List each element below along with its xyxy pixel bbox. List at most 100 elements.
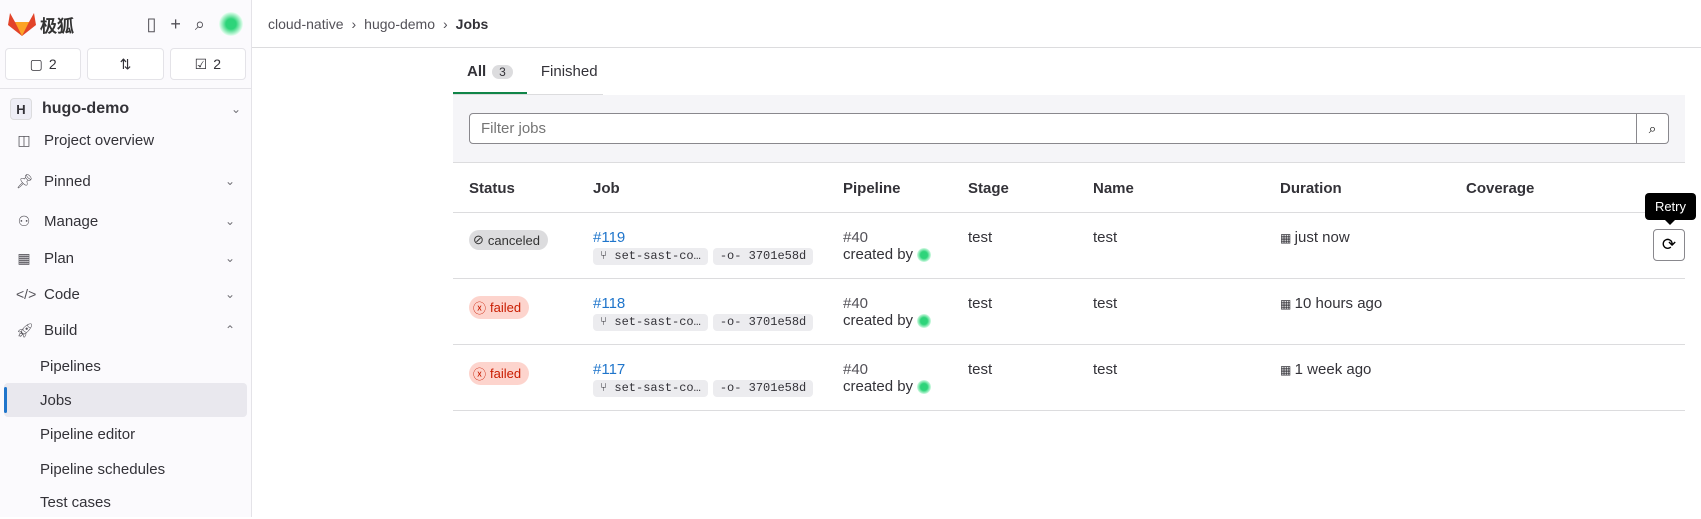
label: Pipelines: [40, 357, 101, 375]
breadcrumb-project[interactable]: hugo-demo: [364, 15, 435, 32]
commit-sha: 3701e58d: [748, 315, 807, 329]
commit-sha: 3701e58d: [748, 249, 807, 263]
rocket-icon: 🚀︎: [16, 321, 34, 338]
commit-sha: 3701e58d: [748, 381, 807, 395]
sidebar-item-manage[interactable]: ⚇Manage⌄: [4, 204, 247, 238]
pipeline-id[interactable]: #40: [843, 295, 869, 312]
branch-chip[interactable]: ⑂ set-sast-co…: [593, 314, 708, 331]
label: Test cases: [40, 493, 111, 511]
search-button[interactable]: ⌕: [1637, 113, 1669, 144]
fox-icon: [8, 13, 36, 36]
sidebar-item-pipeline-schedules[interactable]: Pipeline schedules: [4, 452, 247, 486]
retry-tooltip: Retry: [1644, 193, 1696, 225]
retry-icon: ⟳: [1661, 235, 1677, 254]
calendar-icon: ▦: [1280, 231, 1295, 245]
count-badge: 3: [492, 64, 513, 79]
stage-text: test: [968, 295, 993, 312]
header-duration: Duration: [1280, 180, 1342, 197]
issues-count-button[interactable]: ▢2: [5, 48, 82, 80]
sidebar-item-project-overview[interactable]: ◫ Project overview: [4, 123, 247, 157]
sidebar-item-pipeline-editor[interactable]: Pipeline editor: [4, 417, 247, 451]
branch-name: set-sast-co…: [614, 315, 701, 329]
label: All: [467, 63, 487, 80]
filter-jobs-input[interactable]: [469, 113, 1637, 144]
project-name: hugo-demo: [42, 100, 130, 117]
pipeline-id[interactable]: #40: [843, 229, 869, 246]
retry-button[interactable]: ⟳ Retry: [1644, 193, 1696, 261]
label: Project overview: [44, 131, 155, 149]
status-badge[interactable]: ⊘canceled: [469, 230, 548, 250]
breadcrumb: cloud-native› hugo-demo› Jobs: [252, 0, 1701, 48]
chevron-down-icon: ⌄: [224, 174, 235, 188]
user-avatar[interactable]: [917, 248, 932, 263]
user-avatar[interactable]: [219, 12, 243, 36]
label: Code: [44, 285, 80, 303]
duration-text: just now: [1294, 229, 1350, 246]
table-row: ⊘canceled #119 ⑂ set-sast-co…-o- 3701e58…: [453, 193, 1696, 279]
job-link[interactable]: #117: [593, 361, 626, 378]
merge-request-icon: ⇅: [119, 55, 132, 72]
breadcrumb-current: Jobs: [455, 15, 489, 32]
label: Plan: [44, 249, 75, 267]
project-avatar: H: [10, 98, 32, 120]
sidebar-toggle-icon[interactable]: ▯: [146, 13, 157, 34]
todos-count-button[interactable]: ☑2: [169, 48, 246, 80]
sidebar-item-jobs[interactable]: Jobs: [4, 383, 247, 417]
gitlab-logo[interactable]: 极狐: [8, 11, 74, 37]
job-link[interactable]: #118: [593, 295, 626, 312]
users-icon: ⚇: [17, 212, 31, 229]
tab-finished[interactable]: Finished: [527, 63, 612, 94]
header-job: Job: [593, 180, 620, 197]
todos-count: 2: [213, 56, 221, 72]
job-link[interactable]: #119: [593, 229, 626, 246]
pin-icon: 📌︎: [16, 172, 34, 189]
plus-icon[interactable]: +: [170, 13, 181, 34]
todo-icon: ☑: [194, 55, 208, 72]
sidebar-item-code[interactable]: </> Code ⌄: [4, 277, 247, 311]
commit-icon: -o-: [719, 381, 749, 395]
chevron-down-icon: ⌄: [224, 287, 235, 301]
created-by-text: created by: [843, 378, 914, 395]
chevron-down-icon: ⌄: [230, 102, 241, 116]
status-text: failed: [490, 366, 522, 381]
stage-text: test: [968, 361, 993, 378]
code-icon: </>: [16, 286, 37, 302]
calendar-icon: ▦: [1280, 363, 1295, 377]
sidebar-item-pinned[interactable]: 📌︎Pinned⌄: [4, 164, 247, 198]
name-text: test: [1093, 361, 1118, 378]
header-pipeline: Pipeline: [843, 180, 901, 197]
commit-chip[interactable]: -o- 3701e58d: [712, 380, 814, 397]
branch-chip[interactable]: ⑂ set-sast-co…: [593, 380, 708, 397]
tab-all[interactable]: All 3: [453, 63, 527, 94]
branch-icon: ⑂: [600, 249, 615, 263]
branch-chip[interactable]: ⑂ set-sast-co…: [593, 248, 708, 265]
user-avatar[interactable]: [917, 380, 932, 395]
header-name: Name: [1093, 180, 1134, 197]
commit-chip[interactable]: -o- 3701e58d: [712, 248, 814, 265]
chevron-right-icon: ›: [443, 15, 448, 32]
pipeline-id[interactable]: #40: [843, 361, 869, 378]
breadcrumb-group[interactable]: cloud-native: [268, 15, 344, 32]
status-text: canceled: [487, 232, 540, 248]
created-by-text: created by: [843, 246, 914, 263]
chevron-down-icon: ⌄: [224, 214, 235, 228]
name-text: test: [1093, 229, 1118, 246]
sidebar-item-build[interactable]: 🚀︎Build⌃: [4, 313, 247, 347]
sidebar-item-test-cases[interactable]: Test cases: [4, 485, 247, 519]
project-icon: ◫: [17, 131, 31, 148]
merge-requests-button[interactable]: ⇅: [87, 48, 164, 80]
user-avatar[interactable]: [917, 314, 932, 329]
issues-count: 2: [48, 56, 57, 72]
commit-chip[interactable]: -o- 3701e58d: [712, 314, 814, 331]
search-icon[interactable]: ⌕: [194, 13, 205, 34]
sidebar-item-pipelines[interactable]: Pipelines: [4, 349, 247, 383]
duration-text: 1 week ago: [1294, 361, 1372, 378]
sidebar-item-plan[interactable]: ▦Plan⌄: [4, 241, 247, 275]
label: Pipeline editor: [40, 425, 136, 443]
status-icon: ⊘: [473, 232, 484, 247]
